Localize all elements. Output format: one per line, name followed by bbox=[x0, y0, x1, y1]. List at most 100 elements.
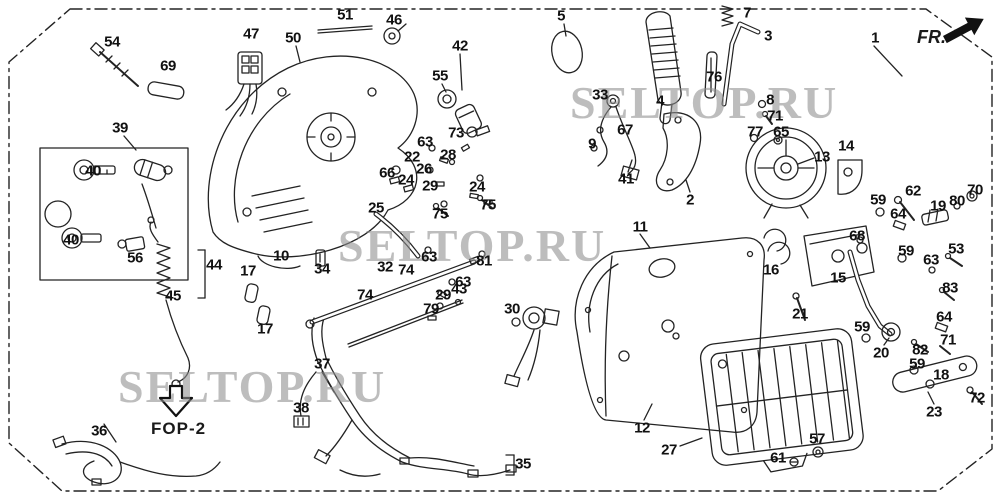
callout-68-63: 68 bbox=[849, 227, 865, 245]
callout-24-28: 24 bbox=[398, 171, 414, 189]
lever-rod-drawing bbox=[721, 5, 761, 107]
housing-cover-drawing bbox=[207, 55, 418, 270]
control-lever-drawing bbox=[645, 11, 682, 125]
callout-77-53: 77 bbox=[747, 123, 763, 141]
callout-59-64: 59 bbox=[898, 242, 914, 260]
callout-63-36: 63 bbox=[421, 248, 437, 266]
callout-14-56: 14 bbox=[838, 137, 854, 155]
callout-17-19: 17 bbox=[257, 320, 273, 338]
callout-79-39: 79 bbox=[423, 300, 439, 318]
callout-61-84: 61 bbox=[770, 449, 786, 467]
callout-75-32: 75 bbox=[432, 205, 448, 223]
callout-64-59: 64 bbox=[890, 205, 906, 223]
callout-13-55: 13 bbox=[814, 148, 830, 166]
callout-30-43: 30 bbox=[504, 300, 520, 318]
right-hardware-glyphs bbox=[803, 190, 978, 333]
leader-lines bbox=[103, 23, 935, 447]
callout-82-75: 82 bbox=[912, 341, 928, 359]
callout-53-65: 53 bbox=[948, 240, 964, 258]
callout-50-3: 50 bbox=[285, 29, 301, 47]
callout-37-86: 37 bbox=[314, 355, 330, 373]
grid-plate-drawing bbox=[699, 328, 864, 473]
side-cover-drawing bbox=[574, 237, 765, 433]
callout-75-33: 75 bbox=[480, 196, 496, 214]
callout-23-79: 23 bbox=[926, 403, 942, 421]
key-switch-drawing bbox=[437, 89, 491, 138]
callout-63-42: 63 bbox=[455, 273, 471, 291]
callout-24-30: 24 bbox=[469, 178, 485, 196]
callout-59-58: 59 bbox=[870, 191, 886, 209]
callout-45-17: 45 bbox=[165, 287, 181, 305]
callout-29-40: 29 bbox=[435, 286, 451, 304]
callout-29-29: 29 bbox=[422, 177, 438, 195]
spring-cable-drawing bbox=[147, 216, 515, 476]
callout-7-9: 7 bbox=[743, 4, 751, 22]
callout-20-73: 20 bbox=[873, 344, 889, 362]
callout-65-54: 65 bbox=[773, 123, 789, 141]
callout-15-68: 15 bbox=[830, 269, 846, 287]
callout-1-11: 1 bbox=[871, 29, 879, 47]
callout-80-61: 80 bbox=[949, 192, 965, 210]
callout-39-12: 39 bbox=[112, 119, 128, 137]
fop2-label: FOP-2 bbox=[151, 419, 207, 438]
callout-22-24: 22 bbox=[404, 148, 420, 166]
ring-drawing bbox=[551, 30, 583, 74]
callout-5-8: 5 bbox=[557, 7, 565, 25]
main-harness-drawing bbox=[293, 317, 517, 478]
callout-44-16: 44 bbox=[206, 256, 222, 274]
cable-drum-drawing bbox=[745, 127, 863, 265]
callout-27-82: 27 bbox=[661, 441, 677, 459]
callout-8-51: 8 bbox=[766, 91, 774, 109]
callout-40-13: 40 bbox=[85, 162, 101, 180]
callout-71-76: 71 bbox=[940, 331, 956, 349]
switch-drawing bbox=[504, 306, 560, 388]
callout-63-66: 63 bbox=[923, 251, 939, 269]
callout-10-20: 10 bbox=[273, 247, 289, 265]
callout-25-31: 25 bbox=[368, 199, 384, 217]
fr-direction-label: FR. bbox=[917, 27, 946, 47]
callout-42-6: 42 bbox=[452, 37, 468, 55]
callout-19-60: 19 bbox=[930, 197, 946, 215]
callout-51-4: 51 bbox=[337, 6, 353, 24]
callout-67-47: 67 bbox=[617, 121, 633, 139]
callout-56-15: 56 bbox=[127, 249, 143, 267]
callout-69-1: 69 bbox=[160, 57, 176, 75]
callout-66-27: 66 bbox=[379, 164, 395, 182]
cable-loop-drawing bbox=[52, 435, 221, 486]
callout-63-23: 63 bbox=[417, 133, 433, 151]
callout-55-7: 55 bbox=[432, 67, 448, 85]
fr-arrow-icon bbox=[943, 17, 984, 44]
callout-41-48: 41 bbox=[618, 170, 634, 188]
watermark-text: SELTOP.RU bbox=[338, 220, 607, 271]
callout-70-62: 70 bbox=[967, 181, 983, 199]
callout-74-35: 74 bbox=[398, 261, 414, 279]
callout-11-70: 11 bbox=[632, 218, 648, 236]
callout-73-22: 73 bbox=[448, 124, 464, 142]
callout-62-57: 62 bbox=[905, 182, 921, 200]
callout-32-34: 32 bbox=[377, 258, 393, 276]
callout-12-81: 12 bbox=[634, 419, 650, 437]
callout-72-80: 72 bbox=[969, 389, 985, 407]
callout-26-26: 26 bbox=[416, 160, 432, 178]
callout-59-72: 59 bbox=[854, 318, 870, 336]
callout-59-77: 59 bbox=[909, 355, 925, 373]
key-set-drawing bbox=[39, 147, 189, 281]
callout-38-87: 38 bbox=[293, 399, 309, 417]
callout-17-18: 17 bbox=[240, 262, 256, 280]
callout-57-83: 57 bbox=[809, 430, 825, 448]
callout-2-49: 2 bbox=[686, 191, 694, 209]
callout-34-21: 34 bbox=[314, 260, 330, 278]
wiring-harness-drawing bbox=[590, 94, 640, 181]
callout-9-46: 9 bbox=[588, 135, 596, 153]
watermark-text: SELTOP.RU bbox=[118, 361, 387, 412]
callout-54-0: 54 bbox=[104, 33, 120, 51]
callout-46-5: 46 bbox=[386, 11, 402, 29]
watermark-text: SELTOP.RU bbox=[570, 77, 839, 128]
callout-33-44: 33 bbox=[592, 86, 608, 104]
callout-43-41: 43 bbox=[451, 280, 467, 298]
callout-47-2: 47 bbox=[243, 25, 259, 43]
fastener-cluster-glyphs bbox=[388, 143, 521, 327]
callout-81-37: 81 bbox=[476, 252, 492, 270]
callout-4-45: 4 bbox=[656, 92, 664, 110]
